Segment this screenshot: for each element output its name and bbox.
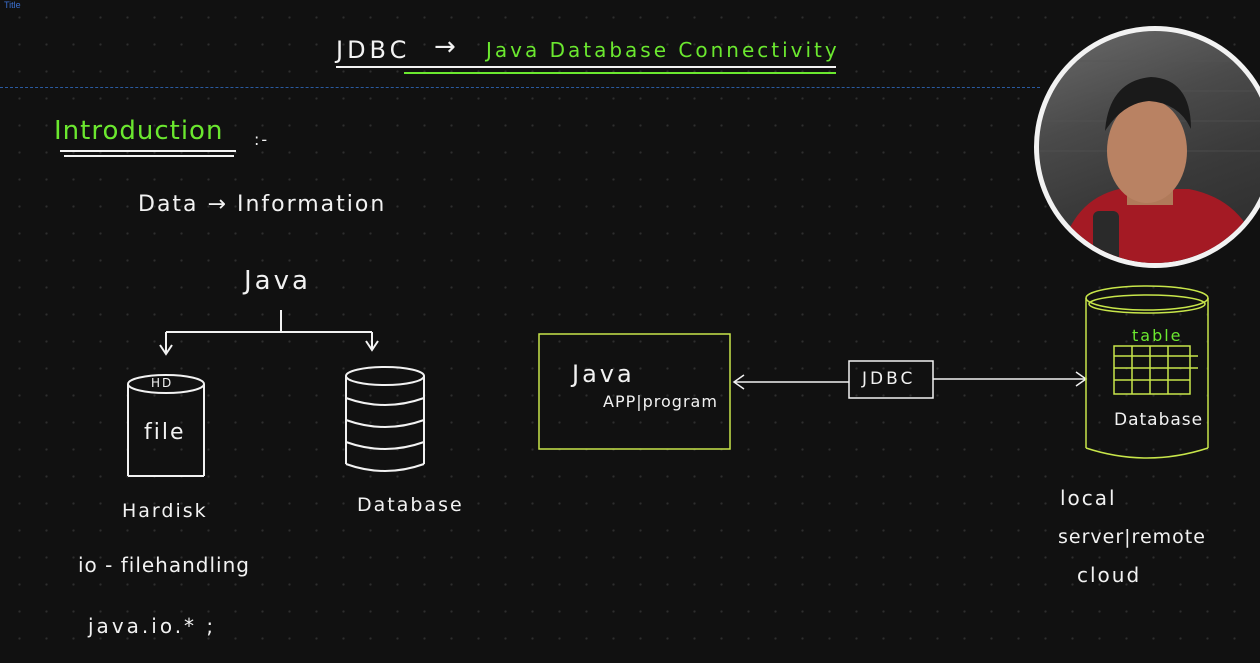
table-label: table xyxy=(1132,326,1183,345)
intro-title: Introduction xyxy=(54,116,224,146)
flow-arrows xyxy=(732,371,1088,390)
hd-label: HD xyxy=(151,376,174,390)
heading-arrow: → xyxy=(434,32,458,62)
intro-colon: :- xyxy=(254,130,270,149)
page-divider xyxy=(0,87,1040,88)
heading-jdbc: JDBC xyxy=(336,36,411,64)
heading-expansion: Java Database Connectivity xyxy=(486,38,840,62)
data-information-text: Data → Information xyxy=(138,192,387,217)
heading-underline-1 xyxy=(336,66,836,68)
table-grid-icon xyxy=(1113,345,1198,395)
heading-underline-2 xyxy=(404,72,836,74)
intro-underline-2 xyxy=(64,155,234,157)
presenter-webcam-icon xyxy=(1034,26,1260,268)
remote-database-cylinder-icon xyxy=(1085,285,1209,459)
java-app-sub: APP|program xyxy=(603,392,718,411)
database-stack-icon xyxy=(345,366,425,472)
java-app-box xyxy=(538,333,731,450)
location-local: local xyxy=(1060,486,1117,510)
hardisk-cylinder-icon xyxy=(127,374,205,477)
java-io-package-note: java.io.* ; xyxy=(88,614,217,638)
java-app-title: Java xyxy=(572,360,635,388)
window-title-tab[interactable]: Title xyxy=(4,0,21,10)
location-server-remote: server|remote xyxy=(1058,526,1206,548)
presenter-figure-icon xyxy=(1039,60,1260,263)
location-cloud: cloud xyxy=(1077,563,1142,587)
database-caption: Database xyxy=(357,494,464,516)
io-filehandling-note: io - filehandling xyxy=(78,553,250,577)
intro-underline-1 xyxy=(60,150,236,152)
file-label: file xyxy=(144,420,186,445)
remote-database-label: Database xyxy=(1114,410,1204,430)
tree-connectors xyxy=(159,310,379,356)
hardisk-caption: Hardisk xyxy=(122,500,208,522)
jdbc-box-label: JDBC xyxy=(862,369,916,389)
tree-root-java: Java xyxy=(244,266,311,296)
